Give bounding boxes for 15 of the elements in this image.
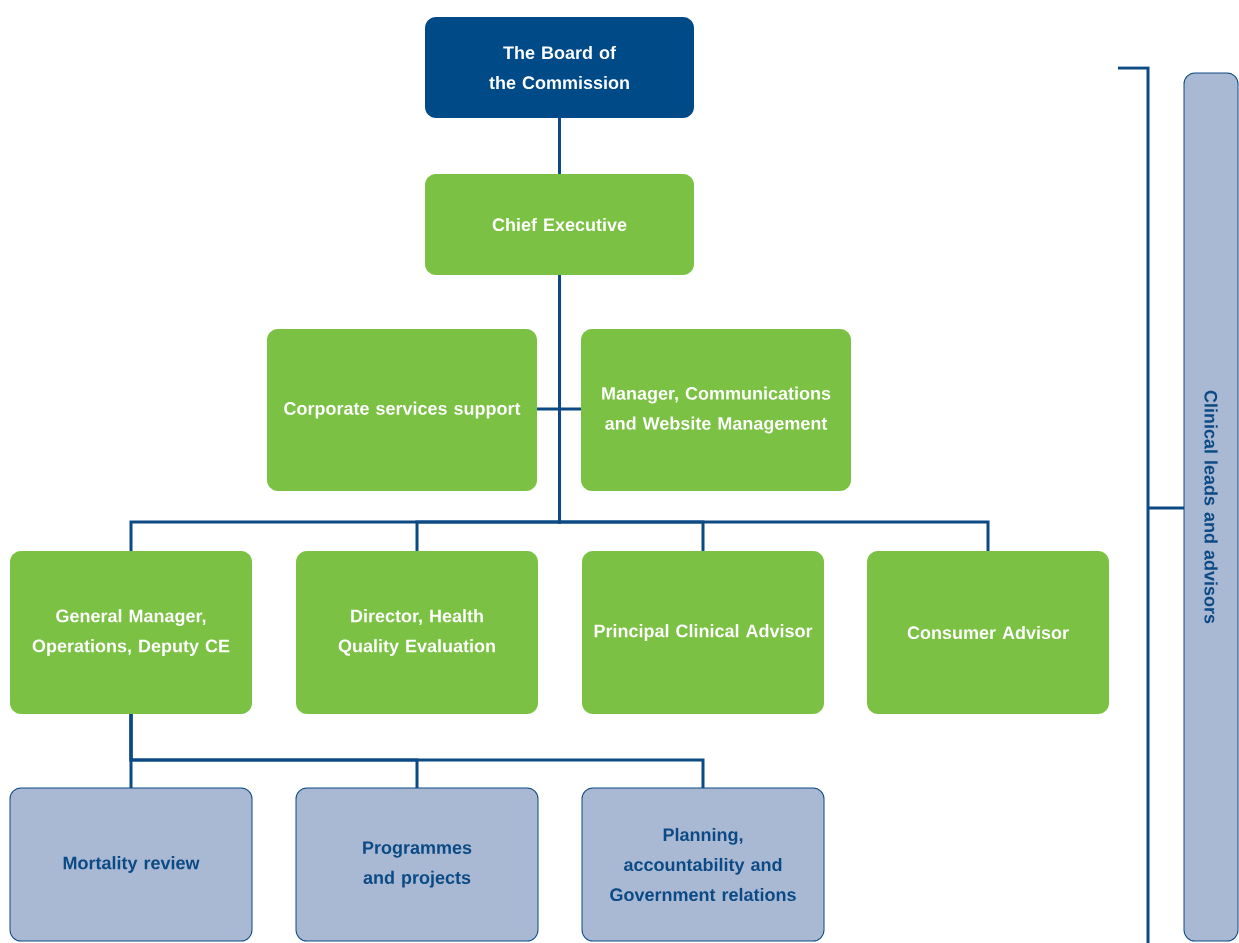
unit-box: Planning, accountability and Government relations: [581, 787, 825, 942]
unit-box: Programmes and projects: [295, 787, 539, 942]
role-box: Principal Clinical Advisor: [582, 551, 824, 714]
role-box: General Manager, Operations, Deputy CE: [10, 551, 252, 714]
side-panel: Clinical leads and advisors: [1183, 72, 1239, 942]
unit-box: Mortality review: [9, 787, 253, 942]
role-box: Director, Health Quality Evaluation: [296, 551, 538, 714]
board-box: The Board of the Commission: [425, 17, 694, 118]
connector: [558, 118, 561, 174]
role-box: Manager, Communications and Website Management: [581, 329, 851, 491]
role-box: Consumer Advisor: [867, 551, 1109, 714]
role-box: Corporate services support: [267, 329, 537, 491]
role-box: Chief Executive: [425, 174, 694, 275]
connector: [129, 714, 705, 788]
connector: [558, 275, 990, 551]
